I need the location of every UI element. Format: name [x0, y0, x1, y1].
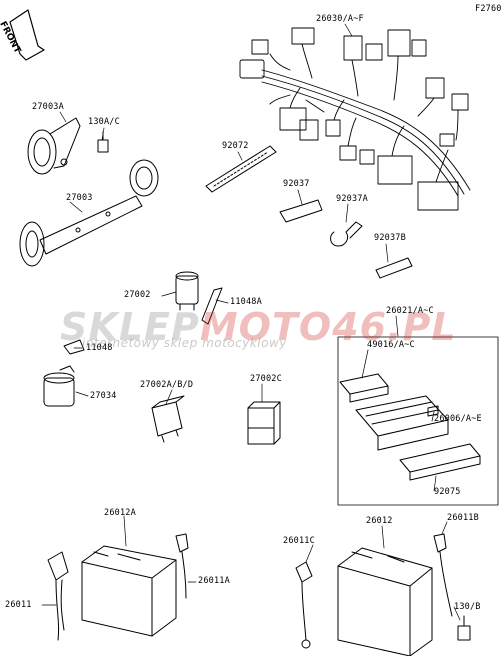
part-label: 26011A: [198, 576, 230, 586]
fuse-box-assembly: [337, 336, 499, 506]
cable-26011B: [433, 533, 453, 617]
relay-27002ABD: [151, 395, 185, 443]
part-label: 27003A: [32, 102, 64, 112]
part-label: 92037B: [374, 233, 406, 243]
relay-27002C: [247, 401, 281, 445]
part-label: 92072: [222, 141, 249, 151]
clamp-92037: [279, 199, 323, 223]
part-label: 26012A: [104, 508, 136, 518]
bracket-11048A: [201, 287, 223, 325]
part-label: 11048A: [230, 297, 262, 307]
part-label: 27002A/B/D: [140, 380, 194, 390]
front-arrow-icon: [9, 9, 45, 61]
clamp-band-92072: [205, 145, 277, 193]
horn-lower: [19, 159, 159, 267]
part-label: 26021/A~C: [386, 306, 434, 316]
part-label: 26011: [5, 600, 32, 610]
part-label: 49016/A~C: [367, 340, 415, 350]
battery-26012: [337, 547, 433, 656]
bracket-11048: [63, 339, 85, 355]
part-label: 26006/A~E: [434, 414, 482, 424]
relay-27034: [43, 365, 75, 407]
cable-26011A: [175, 533, 189, 599]
watermark-logo: SKLEPMOTO46.PL: [60, 305, 457, 349]
part-label: 27034: [90, 391, 117, 401]
watermark-tagline: internetowy sklep motocyklowy: [82, 336, 287, 350]
part-label: 26030/A~F: [316, 14, 364, 24]
part-label: 26011C: [283, 536, 315, 546]
figure-code: F2760: [475, 4, 502, 14]
relay-27002: [175, 271, 199, 311]
part-label: 130/B: [454, 602, 481, 612]
wiring-harness: [239, 27, 471, 211]
part-label: 27002C: [250, 374, 282, 384]
part-label: 26012: [366, 516, 393, 526]
part-label: 26011B: [447, 513, 479, 523]
part-label: 27002: [124, 290, 151, 300]
bolt-130B-icon: [457, 615, 471, 641]
clamp-92037A: [330, 221, 363, 247]
leader-lines: [41, 23, 461, 621]
cable-26011C: [295, 561, 313, 649]
part-label: 11048: [86, 343, 113, 353]
cable-26011: [47, 551, 69, 641]
part-label: 92037A: [336, 194, 368, 204]
part-label: 92075: [434, 487, 461, 497]
part-label: 27003: [66, 193, 93, 203]
horn-upper: [27, 117, 81, 175]
part-label: 92037: [283, 179, 310, 189]
clamp-92037B: [375, 257, 413, 279]
battery-26012A: [81, 545, 177, 637]
part-label: 130A/C: [88, 117, 120, 127]
